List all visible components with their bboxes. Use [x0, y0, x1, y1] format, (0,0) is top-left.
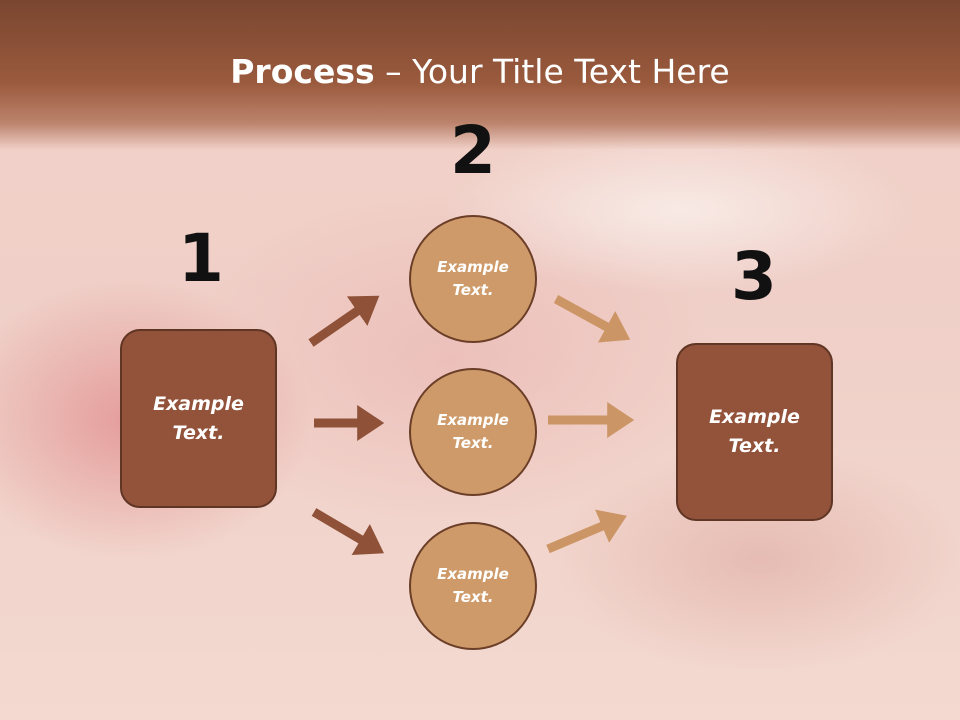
step-circle-bottom-line1: Example [437, 565, 509, 583]
arrow-1-to-top [308, 295, 380, 347]
arrow-bottom-to-3 [546, 509, 627, 554]
step-circle-bottom-label: Example Text. [418, 563, 528, 609]
arrow-1-to-bottom [311, 508, 384, 556]
step-number-3: 3 [731, 238, 777, 315]
step-circle-middle-line1: Example [437, 411, 509, 429]
step-circle-top-line1: Example [437, 258, 509, 276]
step-circle-middle-label: Example Text. [418, 409, 528, 455]
slide-title: Process – Your Title Text Here [0, 52, 960, 91]
step-circle-bottom-line2: Text. [452, 588, 494, 606]
step-circle-bottom: Example Text. [409, 522, 537, 650]
step-circle-middle-line2: Text. [452, 434, 494, 452]
step-box-left-label: Example Text. [139, 390, 259, 448]
step-number-2: 2 [450, 112, 496, 189]
step-box-left-line1: Example [153, 392, 244, 415]
step-box-right-line2: Text. [728, 435, 781, 457]
step-box-right-label: Example Text. [695, 403, 815, 461]
title-rest: – Your Title Text Here [374, 52, 730, 91]
step-number-1: 1 [178, 220, 224, 297]
step-circle-top-line2: Text. [452, 281, 494, 299]
step-box-right-line1: Example [709, 406, 800, 428]
step-circle-top: Example Text. [409, 215, 537, 343]
arrow-top-to-3 [553, 295, 631, 343]
step-box-left-line2: Text. [172, 421, 225, 444]
step-circle-middle: Example Text. [409, 368, 537, 496]
step-box-right: Example Text. [676, 343, 833, 521]
step-box-left: Example Text. [120, 329, 277, 508]
title-bar [0, 0, 960, 150]
title-bold: Process [230, 52, 375, 91]
step-circle-top-label: Example Text. [418, 256, 528, 302]
